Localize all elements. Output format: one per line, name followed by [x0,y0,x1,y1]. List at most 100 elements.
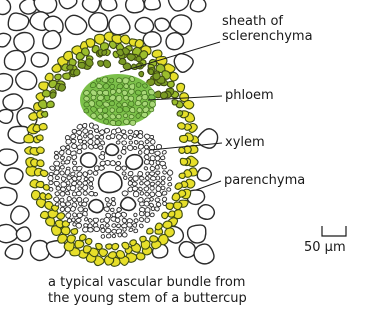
xylem-cell [138,150,142,154]
xylem-cell [104,207,109,212]
xylem-cell [161,176,165,180]
parenchyma-cell [65,15,86,34]
phloem-cell [130,76,135,81]
xylem-cell [122,233,127,237]
phloem-cell [97,90,102,95]
xylem-cell [54,181,59,186]
phloem-cell [128,101,134,106]
xylem-cell [121,212,126,217]
parenchyma-label: parenchyma [224,173,305,188]
sclerenchyma-cell [162,212,169,218]
sclerenchyma-cell [46,218,55,227]
xylem-cell [122,218,126,222]
sclerenchyma-cell [57,213,65,220]
xylem-cell [49,187,53,191]
parenchyma-cell [179,242,195,258]
xylem-cell [155,207,160,211]
xylem-cell [115,218,120,223]
xylem-cell [59,150,64,155]
xylem-cell [99,135,103,139]
xylem-cell [133,134,137,137]
phloem-cell [137,108,142,113]
xylem-cell [99,130,104,135]
sclerenchyma-cap-cell [74,69,80,76]
sheath-label-line2: sclerenchyma [222,29,313,44]
xylem-cell [106,228,111,233]
xylem-cell [88,228,94,232]
parenchyma-cell [89,13,108,32]
sclerenchyma-cell [175,183,182,190]
xylem-cell [116,128,121,133]
xylem-cell [115,166,120,171]
sclerenchyma-cell [37,135,44,141]
xylem-cell [118,233,122,237]
xylem-cell [110,134,115,139]
phloem-cell [97,95,104,100]
xylem-cell [150,156,155,161]
phloem-cell [104,95,109,100]
xylem-cell [71,134,76,139]
phloem-cell [103,102,109,107]
xylem-cell [156,181,160,185]
xylem-cell [65,207,70,212]
sclerenchyma-cell [183,100,193,108]
parenchyma-cell [126,0,145,13]
xylem-cell [134,140,138,144]
phloem-cell [135,90,141,95]
xylem-cell [117,208,122,212]
sclerenchyma-cell [58,234,67,243]
xylem-cell [139,187,143,191]
phloem-cell [102,77,108,83]
xylem-cell [155,156,160,161]
parenchyma-cell [8,13,28,30]
phloem-cell [130,120,136,125]
xylem-cell [78,181,82,185]
xylem-cell [128,171,133,175]
parenchyma-cell [197,168,211,181]
phloem-label: phloem [225,88,274,103]
sclerenchyma-cell [47,101,55,108]
xylem-cell [118,155,122,159]
parenchyma-cell [190,0,206,12]
parenchyma-cell [14,33,34,52]
xylem-cell [70,206,75,211]
xylem-cell [49,172,53,175]
phloem-cell [115,121,121,126]
xylem-cell [82,202,87,206]
xylem-cell [95,139,100,144]
sclerenchyma-cap-cell [50,92,56,98]
xylem-vessel [89,200,104,213]
xylem-cell [77,145,82,149]
phloem-cell [116,107,122,113]
sclerenchyma-cell [147,228,153,234]
parenchyma-cell [16,71,37,90]
phloem-cell [116,78,122,83]
caption-line1: a typical vascular bundle from [48,275,358,291]
xylem-cell [110,161,116,166]
xylem-cell [65,160,70,164]
xylem-cell [55,166,60,171]
phloem-cell [97,78,101,82]
xylem-cell [88,139,93,144]
phloem-cell [117,103,122,107]
xylem-cell [162,165,166,169]
xylem-cell [150,186,154,190]
xylem-cell [76,191,81,195]
xylem-cell [139,218,144,222]
xylem-cell [67,219,71,223]
xylem-cell [83,185,88,190]
xylem-cell [122,191,128,196]
xylem-cell [121,150,126,155]
xylem-cell [155,165,159,169]
phloem-tissue [80,74,156,126]
xylem-cell [140,192,144,195]
parenchyma-cell [59,0,77,9]
caption-line2: the young stem of a buttercup [48,291,358,307]
sclerenchyma-cell [177,83,185,92]
sclerenchyma-cell [170,72,178,81]
sclerenchyma-cell [96,243,103,249]
phloem-cell [116,114,121,119]
sclerenchyma-cell [39,123,47,130]
xylem-cell [123,176,127,179]
xylem-cell [72,181,77,185]
